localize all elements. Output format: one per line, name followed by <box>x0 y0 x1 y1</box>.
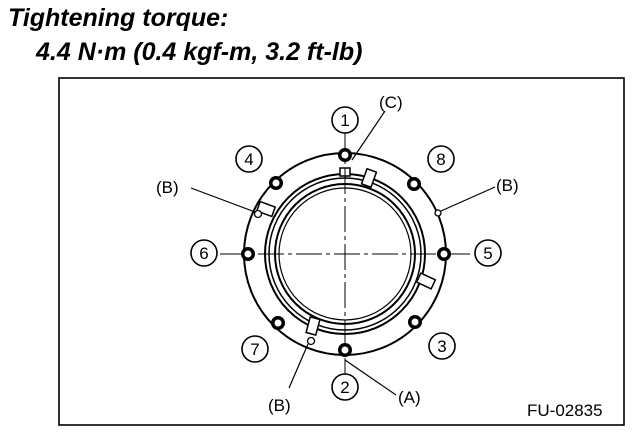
bolt-6 <box>241 247 255 261</box>
marker-7-label: 7 <box>250 340 259 359</box>
leader-lines <box>190 110 496 396</box>
center-lines <box>220 130 470 378</box>
marker-5: 5 <box>474 239 502 267</box>
marker-7: 7 <box>241 335 269 363</box>
marker-1: 1 <box>331 106 359 134</box>
bolt-number-markers: 1 2 3 4 5 6 7 8 <box>190 106 502 401</box>
callout-a: (A) <box>398 388 421 407</box>
holes-b <box>253 209 442 346</box>
marker-8-label: 8 <box>436 150 445 169</box>
callout-b-left: (B) <box>156 178 179 197</box>
bolt-2 <box>338 343 352 357</box>
marker-4: 4 <box>235 145 263 173</box>
bolt-7 <box>271 316 285 330</box>
marker-6-label: 6 <box>199 244 208 263</box>
bolt-8 <box>407 177 421 191</box>
bolt-4 <box>269 176 283 190</box>
bolts <box>241 148 451 357</box>
marker-8: 8 <box>427 145 455 173</box>
marker-3: 3 <box>428 332 456 360</box>
marker-1-label: 1 <box>340 111 349 130</box>
marker-4-label: 4 <box>244 150 253 169</box>
callout-c: (C) <box>379 93 403 112</box>
marker-6: 6 <box>190 239 218 267</box>
callout-b-right: (B) <box>496 176 519 195</box>
bolt-5 <box>437 247 451 261</box>
marker-2-label: 2 <box>340 378 349 397</box>
marker-3-label: 3 <box>437 337 446 356</box>
callout-b-bottom: (B) <box>268 396 291 415</box>
bolt-1 <box>338 148 352 162</box>
title-line-1: Tightening torque: <box>8 4 229 32</box>
ring-tabs <box>255 167 437 336</box>
figure-code: FU-02835 <box>527 401 603 420</box>
bolt-3 <box>408 315 422 329</box>
title-line-2: 4.4 N·m (0.4 kgf-m, 3.2 ft-lb) <box>36 38 363 66</box>
marker-5-label: 5 <box>483 244 492 263</box>
diagram-frame <box>58 77 625 426</box>
marker-2: 2 <box>331 373 359 401</box>
